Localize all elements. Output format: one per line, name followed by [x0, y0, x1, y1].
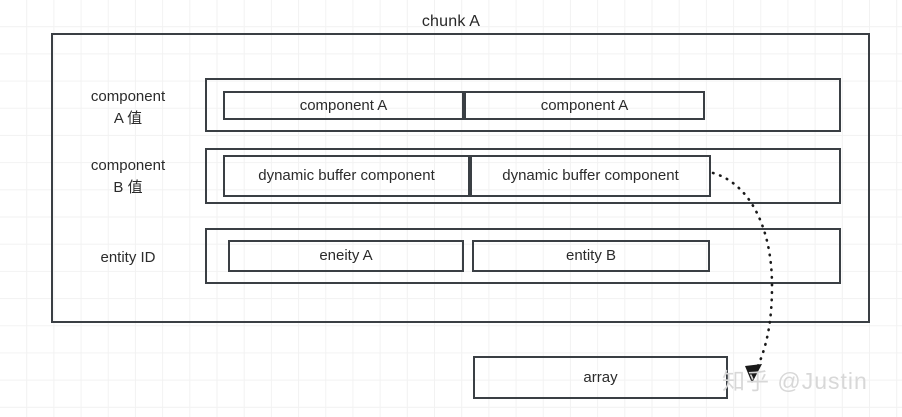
cell-entity-1[interactable]: eneity A: [228, 240, 464, 272]
row-label-component-a-line2: A 值: [113, 110, 143, 127]
cell-entity-2[interactable]: entity B: [472, 240, 710, 272]
chunk-container: [51, 33, 870, 323]
row-label-component-b: component B 值: [58, 155, 198, 199]
row-frame-component-a: [205, 78, 841, 132]
cell-component-a-1[interactable]: component A: [223, 91, 464, 120]
cell-dynamic-buffer-1[interactable]: dynamic buffer component: [223, 155, 470, 197]
array-box[interactable]: array: [473, 356, 728, 399]
cell-entity-1-label: eneity A: [319, 247, 373, 264]
row-label-entity-id-line1: entity ID: [100, 249, 156, 266]
cell-component-a-2-label: component A: [540, 96, 629, 114]
row-label-entity-id: entity ID: [58, 247, 198, 269]
page-title: chunk A: [421, 13, 481, 30]
watermark: 知乎 @Justin: [722, 368, 868, 394]
cell-entity-2-label: entity B: [565, 247, 617, 264]
row-label-component-a: component A 值: [58, 86, 198, 130]
cell-dynamic-buffer-2[interactable]: dynamic buffer component: [470, 155, 711, 197]
cell-component-a-2[interactable]: component A: [464, 91, 705, 120]
row-label-component-b-line2: B 值: [113, 179, 143, 196]
row-frame-entity-id: [205, 228, 841, 284]
array-box-label: array: [583, 369, 618, 386]
row-label-component-a-line1: component: [90, 88, 166, 105]
row-label-component-b-line1: component: [90, 157, 166, 174]
cell-component-a-1-label: component A: [299, 96, 388, 114]
cell-dynamic-buffer-2-label: dynamic buffer component: [502, 167, 679, 184]
cell-dynamic-buffer-1-label: dynamic buffer component: [258, 167, 435, 184]
row-frame-component-b: [205, 148, 841, 204]
